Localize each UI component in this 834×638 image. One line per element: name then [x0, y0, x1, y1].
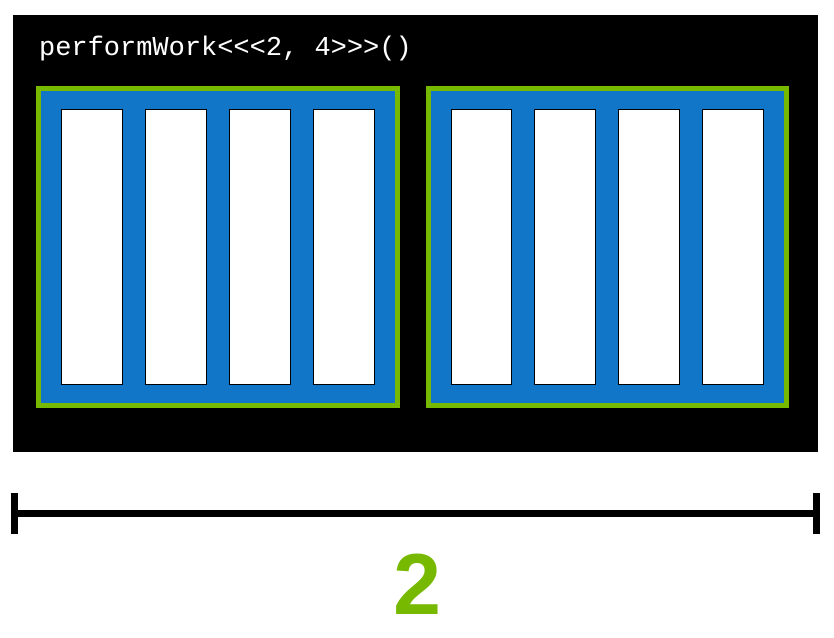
thread-block-block-1	[425, 86, 789, 408]
thread-bar	[702, 109, 764, 385]
thread-bar	[450, 109, 513, 385]
kernel-launch-code: performWork<<<2, 4>>>()	[39, 34, 412, 64]
kernel-launch-panel: performWork<<<2, 4>>>()	[13, 15, 818, 452]
thread-bar	[228, 109, 291, 385]
thread-bar	[61, 109, 123, 385]
bracket-span-line	[11, 510, 820, 517]
thread-bar	[534, 109, 597, 385]
thread-bar	[144, 109, 207, 385]
bracket-tick-right	[813, 493, 820, 534]
grid-blocks-row	[36, 86, 789, 408]
thread-block-block-0	[36, 86, 400, 408]
thread-bar	[312, 109, 375, 385]
blocks-count-label: 2	[393, 537, 441, 633]
thread-bar	[618, 109, 681, 385]
